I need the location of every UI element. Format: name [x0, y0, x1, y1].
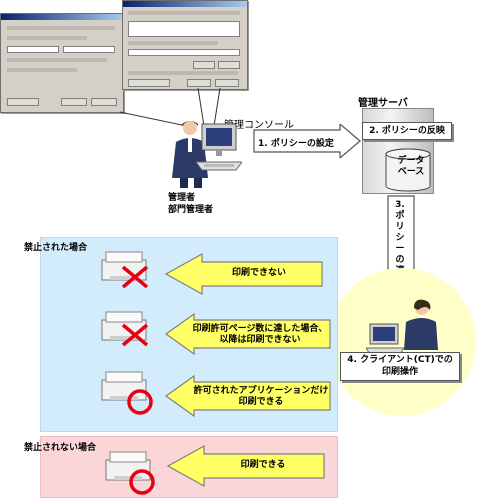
- step4-label-line2: 印刷操作: [381, 367, 418, 377]
- allowed-row-1-text: 印刷できる: [240, 460, 286, 470]
- blocked-arrow-1: [164, 252, 323, 296]
- step4-box: 4. クライアント(CT)での 印刷操作: [340, 352, 460, 381]
- policy-window-front: [122, 0, 248, 90]
- printer-icon: [105, 451, 151, 481]
- client-area: [328, 268, 476, 416]
- circle-icon: [129, 469, 155, 495]
- step4-label-line1: 4. クライアント(CT)での: [347, 355, 453, 365]
- policy-window-back: [0, 13, 124, 113]
- admin-label-1: 管理者: [168, 193, 196, 203]
- blocked-row-2-text: 印刷許可ページ数に達した場合、 以降は印刷できない: [192, 324, 328, 345]
- client-person-icon: [404, 299, 438, 350]
- admin-person-icon: [172, 121, 208, 188]
- admin-label-2: 部門管理者: [168, 205, 214, 215]
- client-pc-icon: [366, 323, 405, 355]
- printer-icon: [101, 371, 147, 401]
- blocked-arrow-2: [164, 312, 331, 356]
- step1-arrow: [253, 124, 361, 158]
- blocked-row-1-text: 印刷できない: [231, 268, 286, 278]
- server-label: 管理サーバ: [358, 98, 408, 109]
- database-label: データ ベース: [397, 156, 425, 177]
- database-icon: [385, 148, 431, 192]
- cross-icon: [121, 323, 149, 347]
- allowed-label: 禁止されない場合: [24, 443, 97, 453]
- cross-icon: [121, 265, 149, 289]
- step2-label: 2. ポリシーの反映: [369, 126, 445, 136]
- allowed-arrow-1: [166, 444, 325, 488]
- step2-box: 2. ポリシーの反映: [362, 122, 452, 140]
- blocked-arrow-3: [164, 374, 331, 418]
- console-pc-icon: [196, 123, 242, 171]
- blocked-label: 禁止された場合: [24, 243, 88, 253]
- console-label: 管理コンソール: [224, 120, 294, 131]
- circle-icon: [127, 389, 153, 415]
- blocked-row-3-text: 許可されたアプリケーションだけ 印刷できる: [193, 386, 329, 407]
- step1-label: 1. ポリシーの設定: [258, 139, 334, 149]
